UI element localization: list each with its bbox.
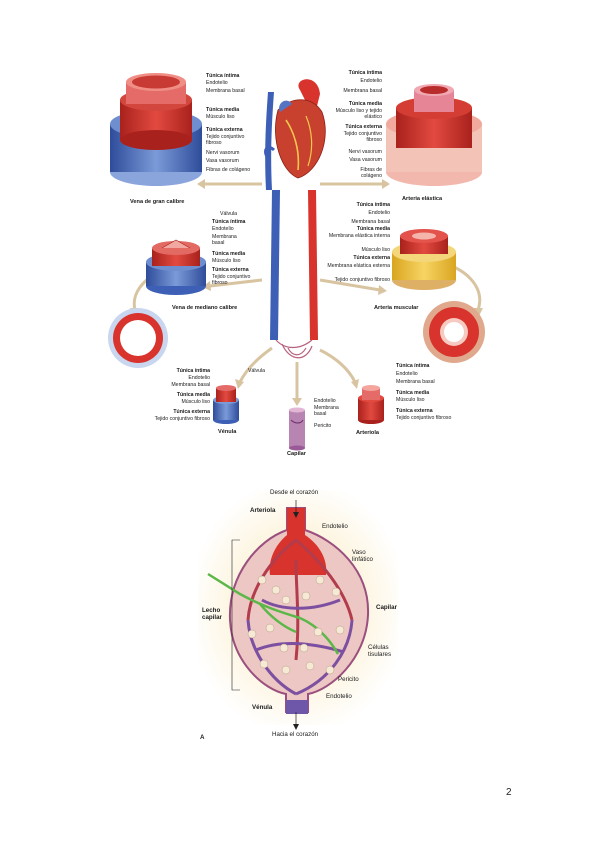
mini-capillary-net xyxy=(275,339,313,359)
arrow-to-venule xyxy=(238,346,273,383)
arrow-to-muscular-artery xyxy=(319,278,381,292)
venule-label-connective-tissue: Tejido conjuntivo fibroso xyxy=(154,416,210,422)
panel-letter: A xyxy=(200,734,205,741)
bed-label-tissue-cells: Células tisulares xyxy=(368,644,392,658)
bed-label-lymph-vessel: Vaso linfático xyxy=(352,549,373,563)
elastic-artery-label-tunica-intima: Túnica íntima xyxy=(348,70,382,76)
arrow-to-arteriole xyxy=(319,348,357,383)
large-vein-label-basal-membrane: Membrana basal xyxy=(206,88,245,94)
venule-label-valve: Válvula xyxy=(248,368,266,374)
venule-caption: Vénula xyxy=(218,429,237,435)
muscular-artery-label-internal-elastic: Membrana elástica interna xyxy=(328,233,390,239)
muscular-artery-label-tunica-media: Túnica media xyxy=(356,226,390,232)
medium-vein-illustration xyxy=(146,239,206,295)
bed-label-capillary: Capilar xyxy=(376,604,397,611)
medium-vein-label-tunica-externa: Túnica externa xyxy=(212,267,249,273)
medium-vein-label-basal-membrane: Membrana basal xyxy=(212,234,237,246)
bed-label-from-heart: Desde el corazón xyxy=(270,489,319,496)
bed-label-to-heart: Hacia el corazón xyxy=(272,731,319,738)
elastic-artery-label-vasa-vasorum: Vasa vasorum xyxy=(349,157,382,163)
muscular-artery-cross-section xyxy=(423,301,485,363)
arteriole-illustration xyxy=(358,385,384,424)
medium-vein-label-valve: Válvula xyxy=(220,211,238,217)
arteriole-label-tunica-intima: Túnica íntima xyxy=(396,363,430,369)
large-vein-caption: Vena de gran calibre xyxy=(130,199,185,205)
arrow-to-medium-vein xyxy=(209,278,263,288)
arteriole-label-basal-membrane: Membrana basal xyxy=(396,379,435,385)
tissue-cells xyxy=(247,575,345,675)
bed-label-pericyte: Pericito xyxy=(338,676,359,683)
medium-vein-label-connective-tissue: Tejido conjuntivo fibroso xyxy=(212,274,251,286)
muscular-artery-caption: Arteria muscular xyxy=(374,305,419,311)
elastic-artery-illustration xyxy=(386,84,482,186)
arteriole-label-tunica-externa: Túnica externa xyxy=(396,408,433,414)
bed-label-capillary-bed: Lecho capilar xyxy=(202,607,222,621)
large-vein-label-nervi-vasorum: Nervi vasorum xyxy=(206,150,240,156)
venule-label-tunica-intima: Túnica íntima xyxy=(176,368,210,374)
muscular-artery-label-endothelium: Endotelio xyxy=(368,210,390,216)
page-number: 2 xyxy=(506,787,512,798)
bed-label-arteriole: Arteriola xyxy=(250,507,276,514)
elastic-artery-label-tunica-media: Túnica media xyxy=(348,101,382,107)
arteriole-caption: Arteriola xyxy=(356,430,380,436)
venule-label-tunica-externa: Túnica externa xyxy=(173,409,210,415)
elastic-artery-label-tunica-externa: Túnica externa xyxy=(345,124,382,130)
capillary-bed-illustration xyxy=(198,490,398,730)
elastic-artery-label-nervi-vasorum: Nervi vasorum xyxy=(348,149,382,155)
elastic-artery-label-connective-tissue: Tejido conjuntivo fibroso xyxy=(343,131,382,143)
muscular-artery-label-basal-membrane: Membrana basal xyxy=(351,219,390,225)
venule-label-tunica-media: Túnica media xyxy=(176,392,210,398)
bed-bracket xyxy=(231,539,240,691)
medium-vein-caption: Vena de mediano calibre xyxy=(172,305,238,311)
medium-vein-cross-section xyxy=(108,308,168,368)
capillary-label-basal-membrane: Membrana basal xyxy=(314,405,339,417)
large-vein-illustration xyxy=(110,73,202,186)
large-vein-label-smooth-muscle: Músculo liso xyxy=(206,114,235,120)
capillary-illustration xyxy=(289,407,305,451)
large-vein-label-collagen-fibers: Fibras de colágeno xyxy=(206,167,251,173)
capillary-caption: Capilar xyxy=(287,451,306,457)
bed-label-venule: Vénula xyxy=(252,704,273,711)
arteriole-label-endothelium: Endotelio xyxy=(396,371,418,377)
muscular-artery-label-tunica-intima: Túnica íntima xyxy=(356,202,390,208)
muscular-artery-label-connective-tissue: Tejido conjuntivo fibroso xyxy=(334,277,390,283)
venule-label-basal-membrane: Membrana basal xyxy=(171,382,210,388)
large-vein-label-connective-tissue: Tejido conjuntivo fibroso xyxy=(206,134,245,146)
large-vein-label-tunica-media: Túnica media xyxy=(206,107,240,113)
medium-vein-label-tunica-intima: Túnica íntima xyxy=(212,219,246,225)
bed-label-endothelium-top: Endotelio xyxy=(322,523,348,530)
arteriole-label-tunica-media: Túnica media xyxy=(396,390,430,396)
heart-illustration xyxy=(264,79,326,340)
elastic-artery-label-collagen-fibers: Fibras de colágeno xyxy=(360,167,382,179)
muscular-artery-label-external-elastic: Membrana elástica externa xyxy=(327,263,390,269)
venule-label-endothelium: Endotelio xyxy=(188,375,210,381)
large-vein-label-tunica-intima: Túnica íntima xyxy=(206,73,240,79)
large-vein-label-endothelium: Endotelio xyxy=(206,80,228,86)
muscular-artery-illustration xyxy=(392,229,456,290)
medium-vein-label-smooth-muscle: Músculo liso xyxy=(212,258,241,264)
medium-vein-label-tunica-media: Túnica media xyxy=(212,251,246,257)
medium-vein-label-endothelium: Endotelio xyxy=(212,226,234,232)
large-vein-label-vasa-vasorum: Vasa vasorum xyxy=(206,158,239,164)
muscular-artery-label-smooth-muscle: Músculo liso xyxy=(361,247,390,253)
venule-label-smooth-muscle: Músculo liso xyxy=(181,399,210,405)
muscular-artery-label-tunica-externa: Túnica externa xyxy=(353,255,390,261)
arteriole-label-smooth-muscle: Músculo liso xyxy=(396,397,425,403)
arteriole-label-connective-tissue: Tejido conjuntivo fibroso xyxy=(396,415,452,421)
elastic-artery-label-endothelium: Endotelio xyxy=(360,78,382,84)
bed-label-endothelium-bottom: Endotelio xyxy=(326,693,352,700)
elastic-artery-caption: Arteria elástica xyxy=(402,196,443,202)
capillary-label-endothelium: Endotelio xyxy=(314,398,336,404)
venule-illustration xyxy=(213,385,239,424)
elastic-artery-label-basal-membrane: Membrana basal xyxy=(343,88,382,94)
lymph-vessel xyxy=(207,572,340,655)
large-vein-label-tunica-externa: Túnica externa xyxy=(206,127,243,133)
capillary-label-pericyte: Pericito xyxy=(314,423,332,429)
elastic-artery-label-smooth-muscle-elastic: Músculo liso y tejido elástico xyxy=(335,108,382,120)
